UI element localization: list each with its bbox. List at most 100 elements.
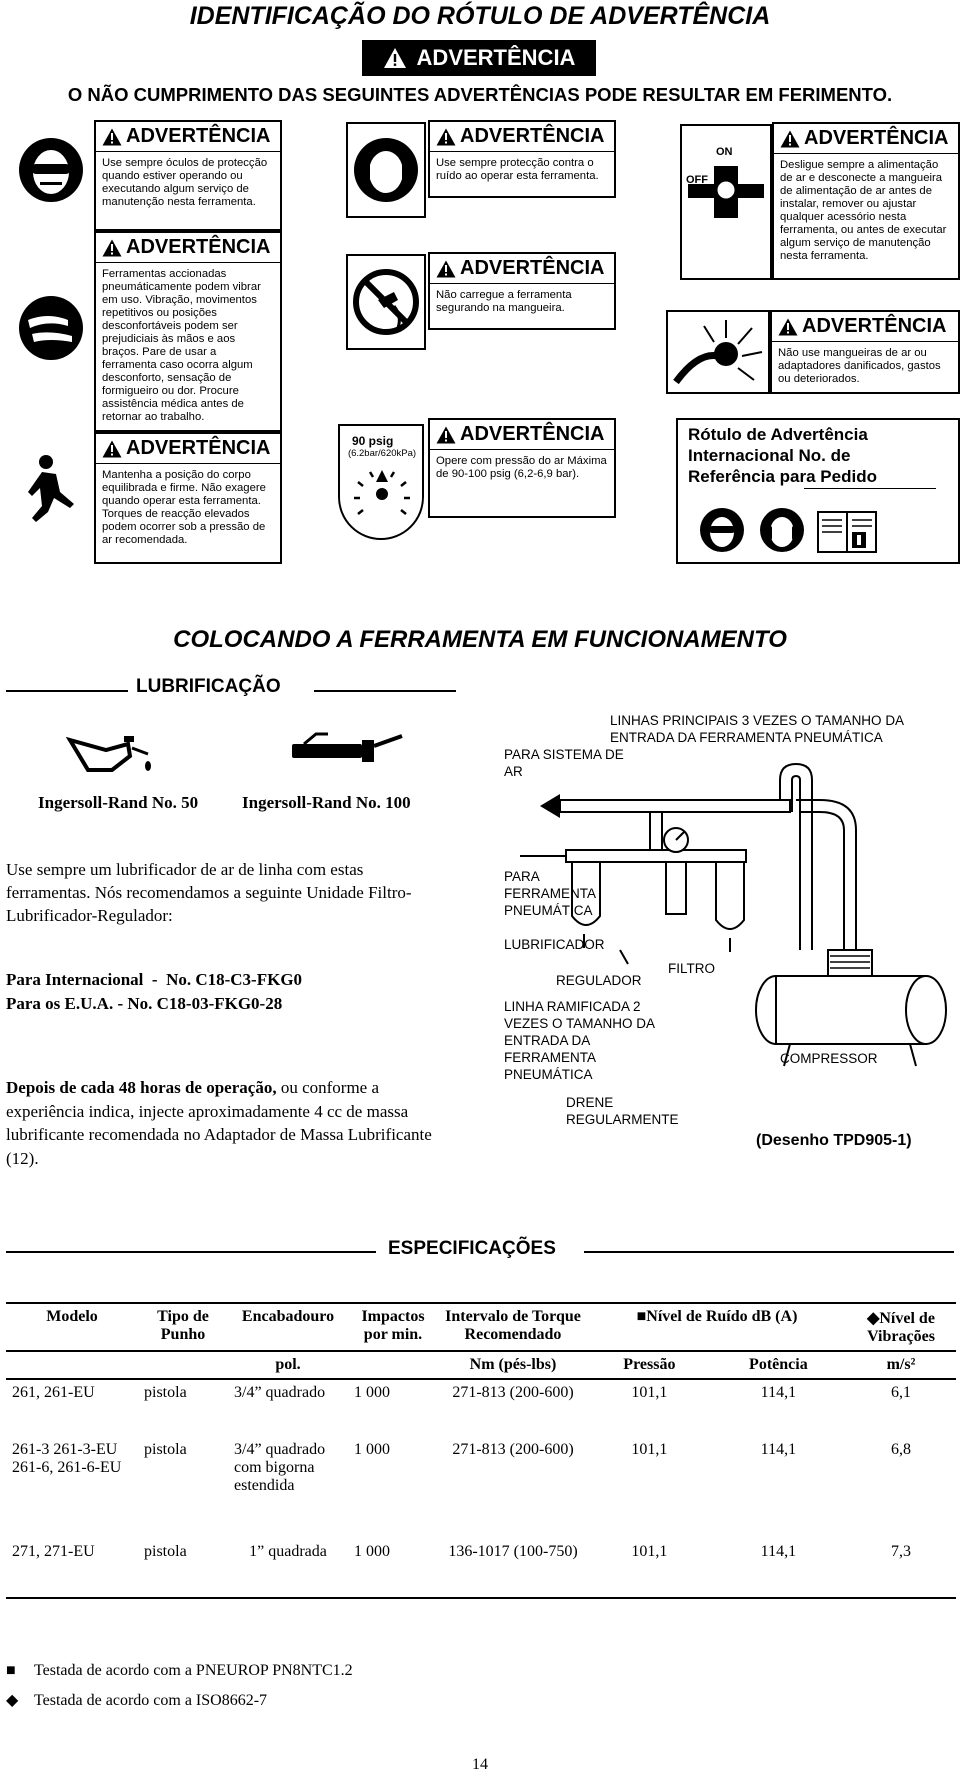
warning-banner: ADVERTÊNCIA — [362, 40, 596, 76]
warning-triangle-icon — [436, 128, 456, 145]
warning-heading: ADVERTÊNCIA — [774, 124, 958, 153]
burst-hose-icon — [673, 320, 763, 385]
gauge-psig-label: 90 psig — [352, 434, 394, 448]
footnote-pneurop: ■ Testada de acordo com a PNEUROP PN8NTC1… — [6, 1662, 353, 1680]
no-carry-by-hose-pictogram — [346, 254, 426, 350]
cell-vibration: 7,3 — [891, 1543, 911, 1560]
warning-heading: ADVERTÊNCIA — [96, 122, 280, 151]
safety-glasses-icon — [18, 132, 84, 213]
reference-number-line — [804, 488, 936, 489]
body-posture-icon — [26, 452, 80, 529]
warning-eye-protection: ADVERTÊNCIA Use sempre óculos de protecç… — [94, 120, 282, 231]
cell-drive: 3/4” quadrado — [234, 1384, 326, 1401]
warning-text: Use sempre protecção contra o ruído ao o… — [430, 151, 614, 188]
label-drain: DRENE REGULARMENTE — [566, 1095, 679, 1127]
footnote-iso-text: Testada de acordo com a ISO8662-7 — [34, 1692, 268, 1709]
cell-vibration: 6,1 — [891, 1384, 911, 1401]
grease-paragraph: Depois de cada 48 horas de operação, ou … — [6, 1076, 448, 1170]
square-bullet-icon: ■ — [6, 1662, 16, 1679]
cell-model: 261, 261-EU — [12, 1384, 95, 1401]
col-impacts: Impactos por min. — [361, 1308, 425, 1343]
warning-heading-text: ADVERTÊNCIA — [460, 125, 605, 147]
cell-grip: pistola — [144, 1441, 187, 1458]
cell-pressure: 101,1 — [631, 1384, 668, 1401]
warning-heading-text: ADVERTÊNCIA — [460, 423, 605, 445]
table-row: 261-3 261-3-EU 261-6, 261-6-EU pistola 3… — [6, 1437, 956, 1539]
on-off-pictogram: ON OFF — [680, 124, 772, 280]
cell-grip: pistola — [144, 1384, 187, 1401]
warning-heading-text: ADVERTÊNCIA — [804, 127, 949, 149]
off-label: OFF — [686, 174, 708, 186]
warning-text: Desligue sempre a alimentação de ar e de… — [774, 153, 958, 268]
unit-cell: Potência — [749, 1356, 808, 1373]
ear-protection-pictogram — [346, 122, 426, 218]
specs-table-wrap: Modelo Tipo de Punho Encabadouro Impacto… — [6, 1302, 956, 1599]
diamond-bullet-icon: ◆ — [867, 1310, 880, 1327]
warning-heading-text: ADVERTÊNCIA — [126, 437, 271, 459]
warning-heading-text: ADVERTÊNCIA — [126, 125, 271, 147]
warning-triangle-icon — [102, 440, 122, 457]
no-carry-hose-icon — [353, 269, 419, 335]
warning-heading: ADVERTÊNCIA — [430, 420, 614, 449]
grease-paragraph-rest: ou conforme a experiência indica, inject… — [6, 1078, 432, 1168]
warning-heading-text: ADVERTÊNCIA — [460, 257, 605, 279]
table-row: 261, 261-EU pistola 3/4” quadrado 1 000 … — [6, 1379, 956, 1437]
warning-hose-carry: ADVERTÊNCIA Não carregue a ferramenta se… — [428, 252, 616, 330]
cell-power: 114,1 — [760, 1543, 797, 1560]
cell-drive: 1” quadrada — [249, 1543, 327, 1560]
gauge-bar-label: (6.2bar/620kPa) — [347, 448, 417, 459]
page-number: 14 — [472, 1756, 488, 1773]
table-row: 271, 271-EU pistola 1” quadrada 1 000 13… — [6, 1539, 956, 1597]
specs-header-row: Modelo Tipo de Punho Encabadouro Impacto… — [6, 1304, 956, 1351]
unit-cell — [6, 1351, 138, 1379]
specs-rule-left — [6, 1251, 376, 1253]
col-grip: Tipo de Punho — [157, 1308, 209, 1343]
col-model: Modelo — [46, 1308, 98, 1325]
footnote-pneurop-text: Testada de acordo com a PNEUROP PN8NTC1.… — [34, 1662, 353, 1679]
cell-power: 114,1 — [760, 1441, 797, 1458]
cell-pressure: 101,1 — [631, 1441, 668, 1458]
warning-heading-text: ADVERTÊNCIA — [802, 315, 947, 337]
usa-part-number: Para os E.U.A. - No. C18-03-FKG0-28 — [6, 994, 283, 1013]
label-main-lines: LINHAS PRINCIPAIS 3 VEZES O TAMANHO DA E… — [610, 713, 904, 745]
cell-drive: 3/4” quadrado com bigorna estendida — [234, 1441, 326, 1494]
cell-vibration: 6,8 — [891, 1441, 911, 1458]
oil-number-100: Ingersoll-Rand No. 100 — [242, 793, 411, 812]
international-label-text: Rótulo de Advertência Internacional No. … — [688, 425, 877, 486]
warning-ear-protection: ADVERTÊNCIA Use sempre protecção contra … — [428, 120, 616, 198]
warning-triangle-icon — [780, 130, 800, 147]
label-to-air-system: PARA SISTEMA DE AR — [504, 747, 624, 779]
label-to-tool: PARA FERRAMENTA PNEUMÁTICA — [504, 869, 596, 918]
grease-paragraph-bold: Depois de cada 48 horas de operação, — [6, 1078, 277, 1097]
warning-hose-damaged: ADVERTÊNCIA Não use mangueiras de ar ou … — [770, 310, 960, 394]
warning-text: Use sempre óculos de protecção quando es… — [96, 151, 280, 214]
col-noise-text: Nível de Ruído dB (A) — [646, 1308, 798, 1325]
specs-table: Modelo Tipo de Punho Encabadouro Impacto… — [6, 1304, 956, 1597]
air-valve-icon — [688, 166, 764, 218]
footnote-iso: ◆Testada de acordo com a ISO8662-7 — [6, 1690, 267, 1710]
lubrication-rule-right — [314, 690, 456, 692]
warning-text: Não use mangueiras de ar ou adaptadores … — [772, 341, 958, 391]
grease-gun-icon — [292, 732, 403, 762]
specs-bottom-rule — [6, 1597, 956, 1599]
lubrication-rule-left — [6, 690, 128, 692]
label-filter: FILTRO — [668, 961, 715, 976]
oil-number-50: Ingersoll-Rand No. 50 — [38, 793, 199, 812]
damaged-hose-pictogram — [666, 310, 770, 394]
cell-model: 261-3 261-3-EU 261-6, 261-6-EU — [12, 1441, 122, 1476]
warning-triangle-icon — [102, 128, 122, 145]
label-compressor: COMPRESSOR — [780, 1051, 878, 1066]
unit-cell — [138, 1351, 228, 1379]
warning-heading: ADVERTÊNCIA — [430, 122, 614, 151]
warning-triangle-icon — [436, 260, 456, 277]
unit-cell: m/s² — [886, 1356, 916, 1373]
lubricator-paragraph: Use sempre um lubrificador de ar de linh… — [6, 860, 412, 925]
warning-heading: ADVERTÊNCIA — [772, 312, 958, 341]
label-lubricator: LUBRIFICADOR — [504, 937, 605, 952]
label-branch-line: LINHA RAMIFICADA 2 VEZES O TAMANHO DA EN… — [504, 999, 655, 1082]
cell-grip: pistola — [144, 1543, 187, 1560]
pressure-gauge-icon — [354, 470, 410, 515]
page-title: IDENTIFICAÇÃO DO RÓTULO DE ADVERTÊNCIA — [189, 2, 771, 30]
warning-posture: ADVERTÊNCIA Mantenha a posição do corpo … — [94, 432, 282, 564]
oil-can-icon — [66, 736, 151, 772]
